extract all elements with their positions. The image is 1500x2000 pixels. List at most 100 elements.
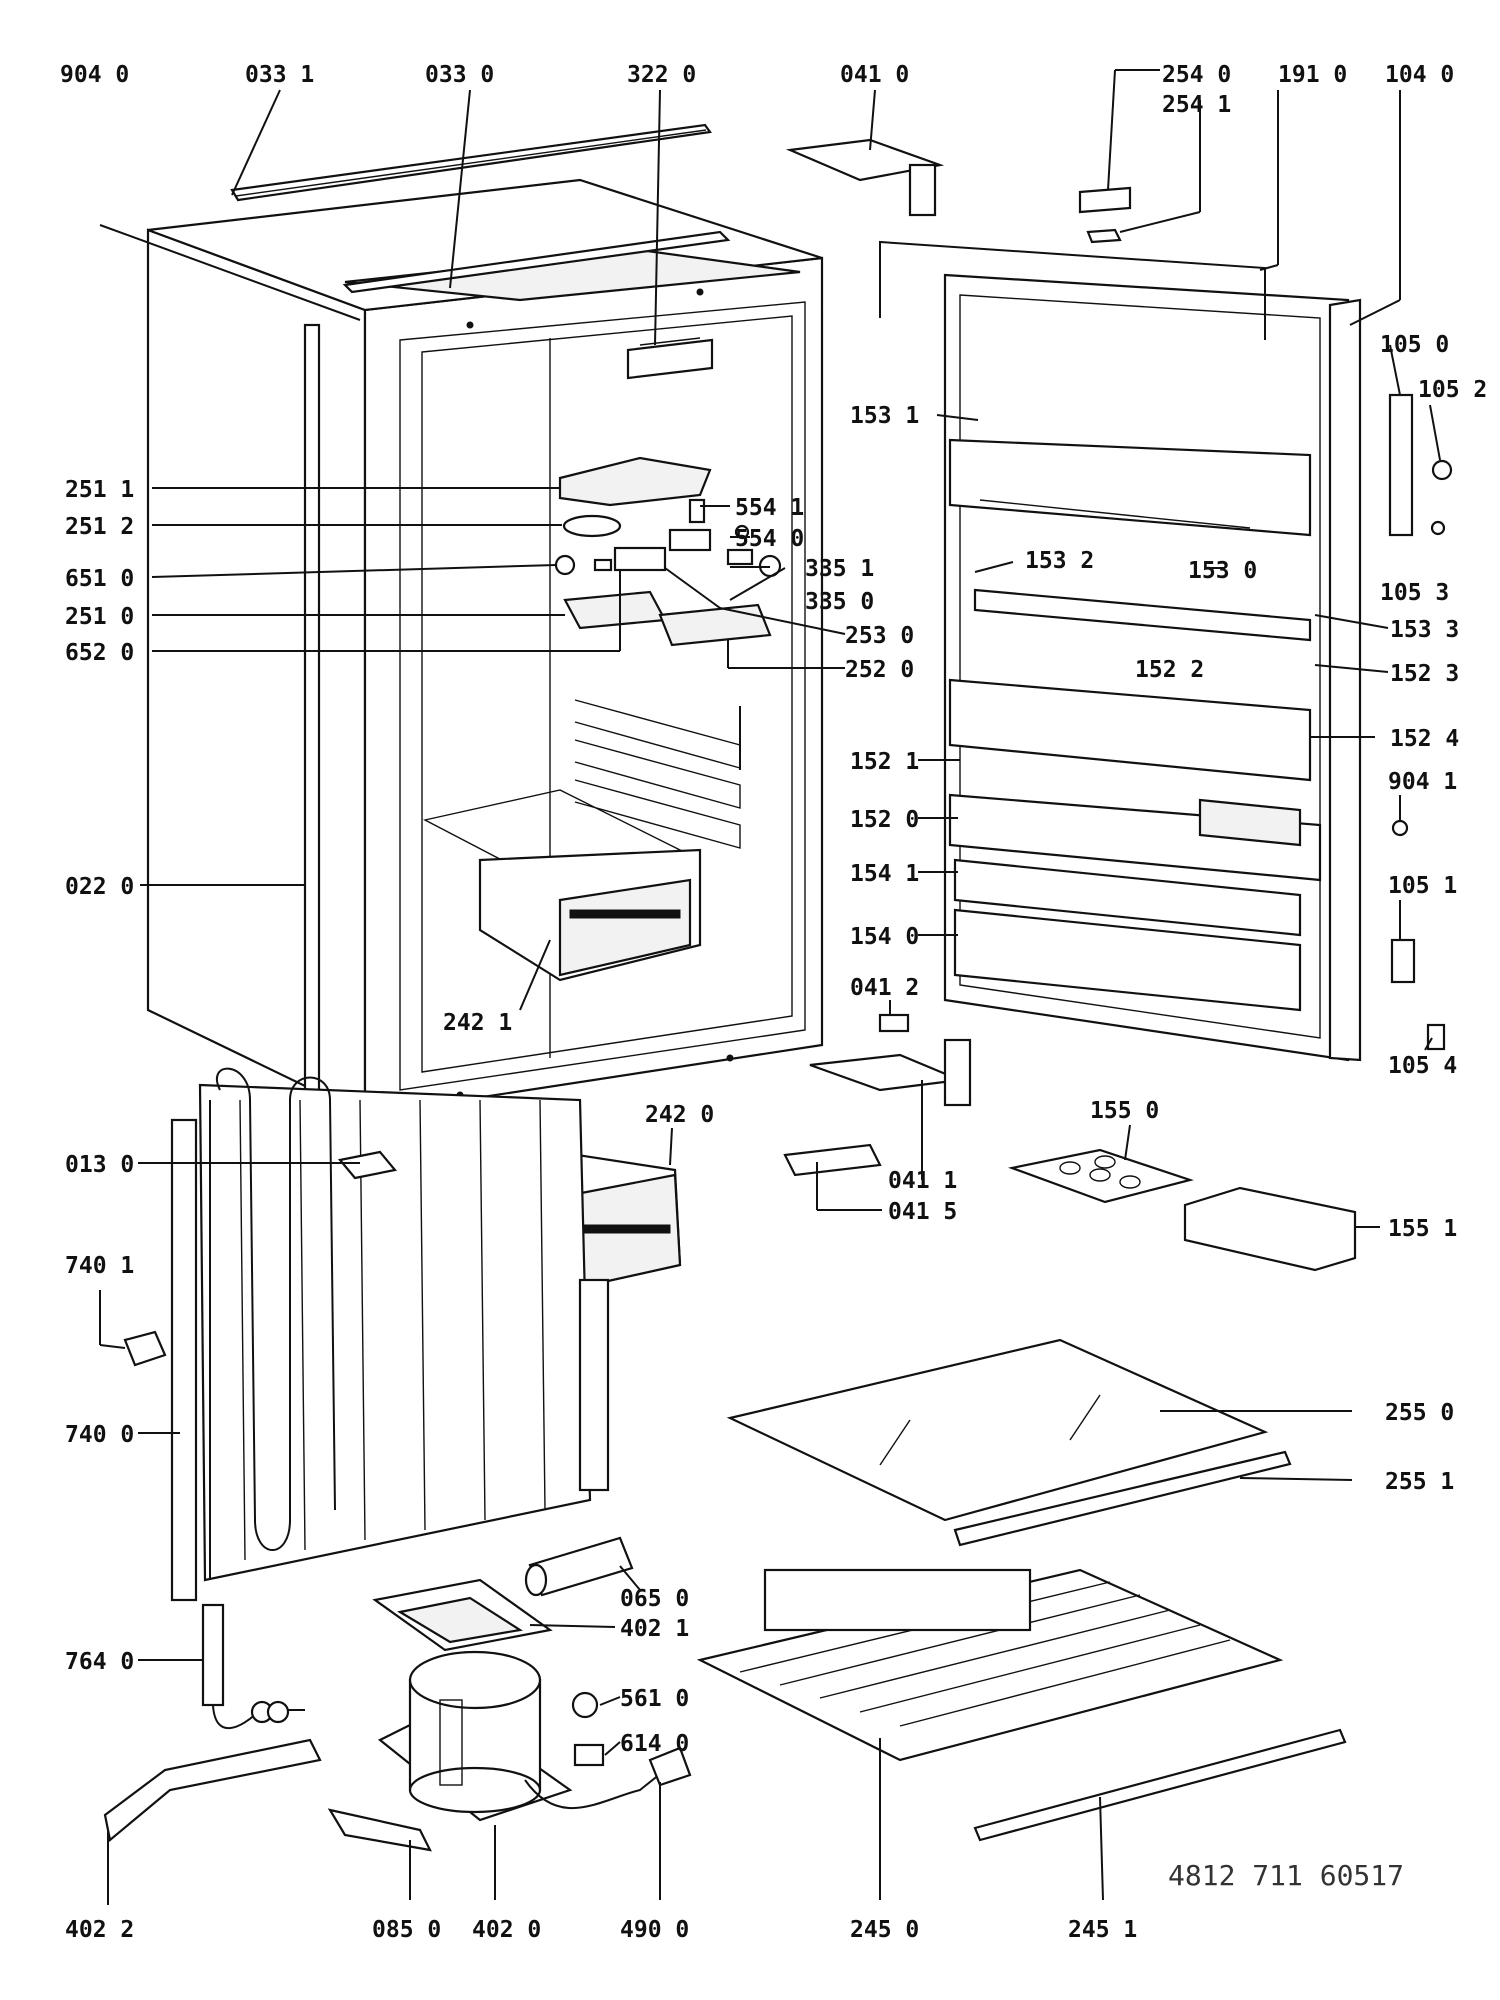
glass-trim-2551	[953, 1450, 1292, 1547]
compressor-4020	[377, 1650, 573, 1822]
dryer-7640	[201, 1603, 305, 1730]
label-652-0: 652 0	[65, 640, 134, 666]
label-152-1: 152 1	[850, 749, 919, 775]
label-041-1: 041 1	[888, 1168, 957, 1194]
label-335-0: 335 0	[805, 589, 874, 615]
label-651-0: 651 0	[65, 566, 134, 592]
label-154-1: 154 1	[850, 861, 919, 887]
cabinet-body	[146, 178, 824, 1117]
label-153-1: 153 1	[850, 403, 919, 429]
label-033-1: 033 1	[245, 62, 314, 88]
door-shelf-1524	[948, 678, 1312, 782]
label-105-1: 105 1	[1388, 873, 1457, 899]
label-105-0: 105 0	[1380, 332, 1449, 358]
door-shelf-1530	[948, 438, 1312, 537]
condenser-7400	[170, 1067, 610, 1602]
label-252-0: 252 0	[845, 657, 914, 683]
bracket-3220	[626, 337, 714, 380]
door-bin-1540	[953, 908, 1302, 1012]
power-cord-4900	[524, 1746, 692, 1809]
label-013-0: 013 0	[65, 1152, 134, 1178]
label-245-1: 245 1	[1068, 1917, 1137, 1943]
label-402-0: 402 0	[472, 1917, 541, 1943]
bracket-4021	[372, 1578, 553, 1652]
label-402-2: 402 2	[65, 1917, 134, 1943]
cap-2540	[1078, 186, 1132, 214]
label-154-0: 154 0	[850, 924, 919, 950]
label-152-0: 152 0	[850, 807, 919, 833]
label-041-5: 041 5	[888, 1199, 957, 1225]
label-033-0: 033 0	[425, 62, 494, 88]
bracket-1051	[1390, 938, 1416, 984]
label-105-3: 105 3	[1380, 580, 1449, 606]
label-065-0: 065 0	[620, 1586, 689, 1612]
callout-labels: 904 0 033 1 033 0 322 0 041 0 254 0 254 …	[60, 62, 1487, 1943]
clip-7401	[123, 1330, 167, 1367]
door-seal-1910	[879, 240, 1266, 340]
label-740-0: 740 0	[65, 1422, 134, 1448]
label-904-1: 904 1	[1388, 769, 1457, 795]
cap-2541	[1086, 228, 1122, 244]
cover-0415	[783, 1143, 882, 1177]
label-105-4: 105 4	[1388, 1053, 1457, 1079]
screw-1052	[1431, 459, 1453, 481]
leader-lines	[99, 69, 1441, 1905]
handle-1050	[1388, 393, 1414, 537]
label-155-1: 155 1	[1388, 1216, 1457, 1242]
label-153-3: 153 3	[1390, 617, 1459, 643]
label-255-1: 255 1	[1385, 1469, 1454, 1495]
plug-1054	[1426, 1023, 1446, 1051]
label-155-0: 155 0	[1090, 1098, 1159, 1124]
label-740-1: 740 1	[65, 1253, 134, 1279]
label-242-0: 242 0	[645, 1102, 714, 1128]
label-253-0: 253 0	[845, 623, 914, 649]
label-153-2: 153 2	[1025, 548, 1094, 574]
label-490-0: 490 0	[620, 1917, 689, 1943]
screw-1053	[1430, 520, 1446, 536]
label-561-0: 561 0	[620, 1686, 689, 1712]
foot-0850	[327, 1808, 432, 1852]
label-335-1: 335 1	[805, 556, 874, 582]
egg-tray-1550	[1007, 1148, 1194, 1204]
wire-shelf-2450	[696, 1568, 1284, 1762]
mount-4022	[103, 1738, 322, 1843]
label-242-1: 242 1	[443, 1010, 512, 1036]
cover-0412	[878, 1013, 910, 1033]
label-614-0: 614 0	[620, 1731, 689, 1757]
top-rail-0330	[342, 230, 731, 294]
label-041-2: 041 2	[850, 975, 919, 1001]
label-251-1: 251 1	[65, 477, 134, 503]
label-251-2: 251 2	[65, 514, 134, 540]
label-254-0: 254 0	[1162, 62, 1231, 88]
label-105-2: 105 2	[1418, 377, 1487, 403]
label-041-0: 041 0	[840, 62, 909, 88]
label-245-0: 245 0	[850, 1917, 919, 1943]
hinge-0411	[809, 1038, 972, 1107]
label-402-1: 402 1	[620, 1616, 689, 1642]
seal-strip-0220	[303, 323, 321, 1137]
screw-9041	[1391, 819, 1409, 837]
label-764-0: 764 0	[65, 1649, 134, 1675]
label-152-2: 152 2	[1135, 657, 1204, 683]
label-104-0: 104 0	[1385, 62, 1454, 88]
label-904-0: 904 0	[60, 62, 129, 88]
hinge-0410	[785, 138, 945, 217]
document-code: 4812 711 60517	[1168, 1859, 1404, 1892]
box-1551	[1183, 1186, 1357, 1272]
label-254-1: 254 1	[1162, 92, 1231, 118]
label-554-1: 554 1	[735, 495, 804, 521]
label-322-0: 322 0	[627, 62, 696, 88]
trim-2451	[973, 1728, 1347, 1842]
label-153-0: 153 0	[1188, 558, 1257, 584]
label-022-0: 022 0	[65, 874, 134, 900]
label-255-0: 255 0	[1385, 1400, 1454, 1426]
egg-rack-1541	[953, 858, 1302, 937]
crisper-2421	[478, 848, 702, 982]
lamp-housing-cluster	[554, 456, 782, 647]
top-rail-0331	[230, 123, 712, 202]
label-152-3: 152 3	[1390, 661, 1459, 687]
glass-shelf-2550	[726, 1338, 1269, 1522]
label-251-0: 251 0	[65, 604, 134, 630]
tube-0650	[524, 1536, 634, 1597]
